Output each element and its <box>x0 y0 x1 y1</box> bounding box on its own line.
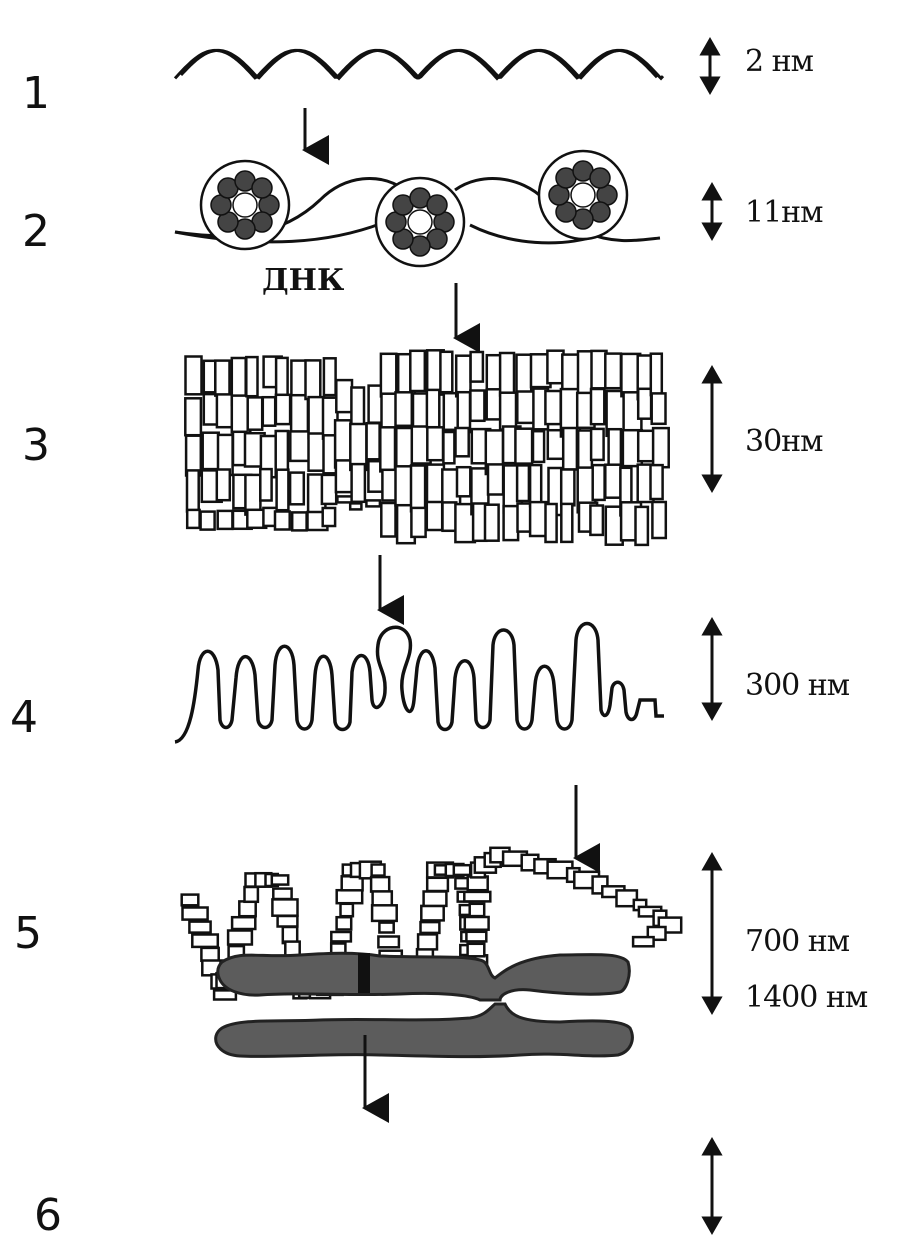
chromatid-upper <box>218 953 629 1000</box>
size-label-2: 11нм <box>745 195 823 230</box>
chromatid-lower <box>216 1004 633 1057</box>
nucleosome-3 <box>539 151 627 239</box>
nucleosome-fiber <box>175 151 660 266</box>
level-number-1: 1 <box>22 68 50 119</box>
size-arrows <box>702 40 720 1232</box>
size-label-5: 700 нм <box>745 924 849 959</box>
centromere <box>358 953 370 993</box>
nucleosome-1 <box>201 161 289 249</box>
metaphase-chromosome <box>216 953 633 1057</box>
level-number-2: 2 <box>22 206 50 257</box>
nucleosome-2 <box>376 178 464 266</box>
size-label-4: 300 нм <box>745 668 849 703</box>
size-label-1: 2 нм <box>745 44 813 79</box>
dna-label: ДНК <box>262 263 344 298</box>
level-number-5: 5 <box>14 908 42 959</box>
solenoid-fiber-30nm <box>185 350 668 545</box>
level-number-6: 6 <box>34 1190 62 1241</box>
loop-domains <box>175 624 664 743</box>
level-number-3: 3 <box>22 420 50 471</box>
level-number-4: 4 <box>10 692 38 743</box>
dna-double-helix <box>175 50 663 78</box>
size-label-6: 1400 нм <box>745 980 867 1015</box>
size-label-3: 30нм <box>745 424 823 459</box>
